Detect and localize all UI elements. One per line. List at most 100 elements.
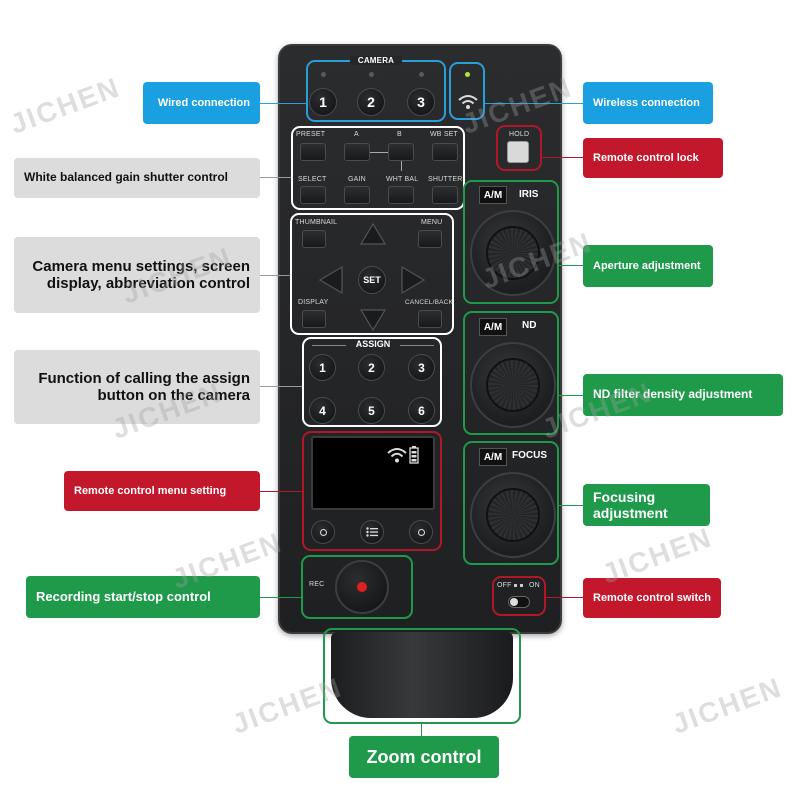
b-button[interactable] [388, 143, 414, 161]
cancel-back-label: CANCEL/BACK [405, 299, 454, 306]
wb-connector [260, 177, 291, 178]
right-arrow-button[interactable] [400, 265, 426, 300]
assign-1-button[interactable]: 1 [309, 354, 336, 381]
wht-bal-button[interactable] [388, 186, 414, 204]
nd-am-button[interactable]: A/M [479, 318, 507, 336]
watermark-1: JICHEN [5, 71, 125, 140]
assign-5-button[interactable]: 5 [358, 397, 385, 424]
left-arrow-button[interactable] [318, 265, 344, 300]
assign-connector [260, 386, 302, 387]
menu-label: MENU [421, 219, 443, 226]
set-button[interactable]: SET [358, 266, 386, 294]
switch-dot-2 [520, 584, 523, 587]
menu-list-button[interactable] [360, 520, 384, 544]
remote-menu-text: Remote control menu setting [74, 484, 227, 497]
left-soft-button[interactable] [311, 520, 335, 544]
preset-label: PRESET [296, 131, 326, 138]
down-arrow-button[interactable] [359, 308, 387, 337]
menu-button[interactable] [418, 230, 442, 248]
menu-connector [260, 275, 290, 276]
assign-6-button[interactable]: 6 [408, 397, 435, 424]
remote-lock-text: Remote control lock [593, 151, 699, 164]
hold-button[interactable] [507, 141, 529, 163]
record-button[interactable] [335, 560, 389, 614]
remote-switch-group [492, 576, 546, 616]
nd-filter-callout: ND filter density adjustment [583, 374, 783, 416]
zoom-control-text: Zoom control [366, 746, 482, 767]
zoom-control-callout: Zoom control [349, 736, 499, 778]
wireless-connection-text: Wireless connection [593, 96, 700, 109]
assign-3-button[interactable]: 3 [408, 354, 435, 381]
wireless-icon[interactable] [456, 92, 480, 112]
nd-connector [559, 395, 583, 396]
iris-dial-grip[interactable] [486, 226, 540, 280]
b-connector [401, 161, 402, 171]
focusing-callout: Focusing adjustment [583, 484, 710, 526]
focus-dial-grip[interactable] [486, 488, 540, 542]
nd-group [463, 311, 559, 435]
select-button[interactable] [300, 186, 326, 204]
wb-set-label: WB SET [430, 131, 459, 138]
camera-menu-text: Camera menu settings, screen display, ab… [32, 257, 250, 292]
select-label: SELECT [298, 176, 327, 183]
hold-connector [542, 157, 583, 158]
thumbnail-button[interactable] [302, 230, 326, 248]
switch-on-label: ON [529, 582, 540, 589]
camera-3-led [419, 72, 424, 77]
iris-label: IRIS [519, 189, 539, 200]
up-arrow-button[interactable] [359, 222, 387, 251]
aperture-text: Aperture adjustment [593, 259, 701, 272]
wireless-connection-callout: Wireless connection [583, 82, 713, 124]
right-soft-button[interactable] [409, 520, 433, 544]
shutter-label: SHUTTER [428, 176, 463, 183]
assign-4-button[interactable]: 4 [309, 397, 336, 424]
remote-switch-toggle[interactable] [508, 596, 530, 608]
remote-menu-connector [260, 491, 302, 492]
cancel-back-button[interactable] [418, 310, 442, 328]
switch-off-label: OFF [497, 582, 512, 589]
record-group [301, 555, 413, 619]
wb-set-button[interactable] [432, 143, 458, 161]
record-connector [260, 597, 301, 598]
preset-button[interactable] [300, 143, 326, 161]
zoom-grip[interactable] [331, 632, 513, 718]
wired-connection-callout: Wired connection [143, 82, 260, 124]
focus-am-button[interactable]: A/M [479, 448, 507, 466]
gain-button[interactable] [344, 186, 370, 204]
iris-am-button[interactable]: A/M [479, 186, 507, 204]
a-label: A [354, 131, 359, 138]
iris-group [463, 180, 559, 304]
remote-lock-callout: Remote control lock [583, 138, 723, 178]
camera-2-button[interactable]: 2 [357, 88, 385, 116]
assign-label: ASSIGN [355, 339, 391, 349]
camera-1-button[interactable]: 1 [309, 88, 337, 116]
camera-2-led [369, 72, 374, 77]
display-button[interactable] [302, 310, 326, 328]
switch-knob [510, 598, 518, 606]
white-balance-callout: White balanced gain shutter control [14, 158, 260, 198]
battery-icon [409, 446, 419, 464]
watermark-10: JICHEN [667, 671, 787, 740]
a-button[interactable] [344, 143, 370, 161]
assign-2-button[interactable]: 2 [358, 354, 385, 381]
camera-3-button[interactable]: 3 [407, 88, 435, 116]
white-balance-group [291, 126, 465, 210]
zoom-group [323, 628, 521, 724]
display-label: DISPLAY [298, 299, 329, 306]
focus-dial[interactable] [470, 472, 556, 558]
rec-label: REC [309, 581, 325, 588]
switch-dot-1 [514, 584, 517, 587]
recording-callout: Recording start/stop control [26, 576, 260, 618]
zoom-connector [421, 724, 422, 736]
shutter-button[interactable] [432, 186, 458, 204]
circle-icon [319, 528, 327, 536]
remote-switch-callout: Remote control switch [583, 578, 721, 618]
nd-dial-grip[interactable] [486, 358, 540, 412]
focus-connector [559, 505, 583, 506]
focusing-text: Focusing adjustment [593, 488, 668, 521]
aperture-callout: Aperture adjustment [583, 245, 713, 287]
circle-icon [417, 528, 425, 536]
camera-1-led [321, 72, 326, 77]
camera-label: CAMERA [350, 56, 402, 65]
assign-callout: Function of calling the assign button on… [14, 350, 260, 424]
